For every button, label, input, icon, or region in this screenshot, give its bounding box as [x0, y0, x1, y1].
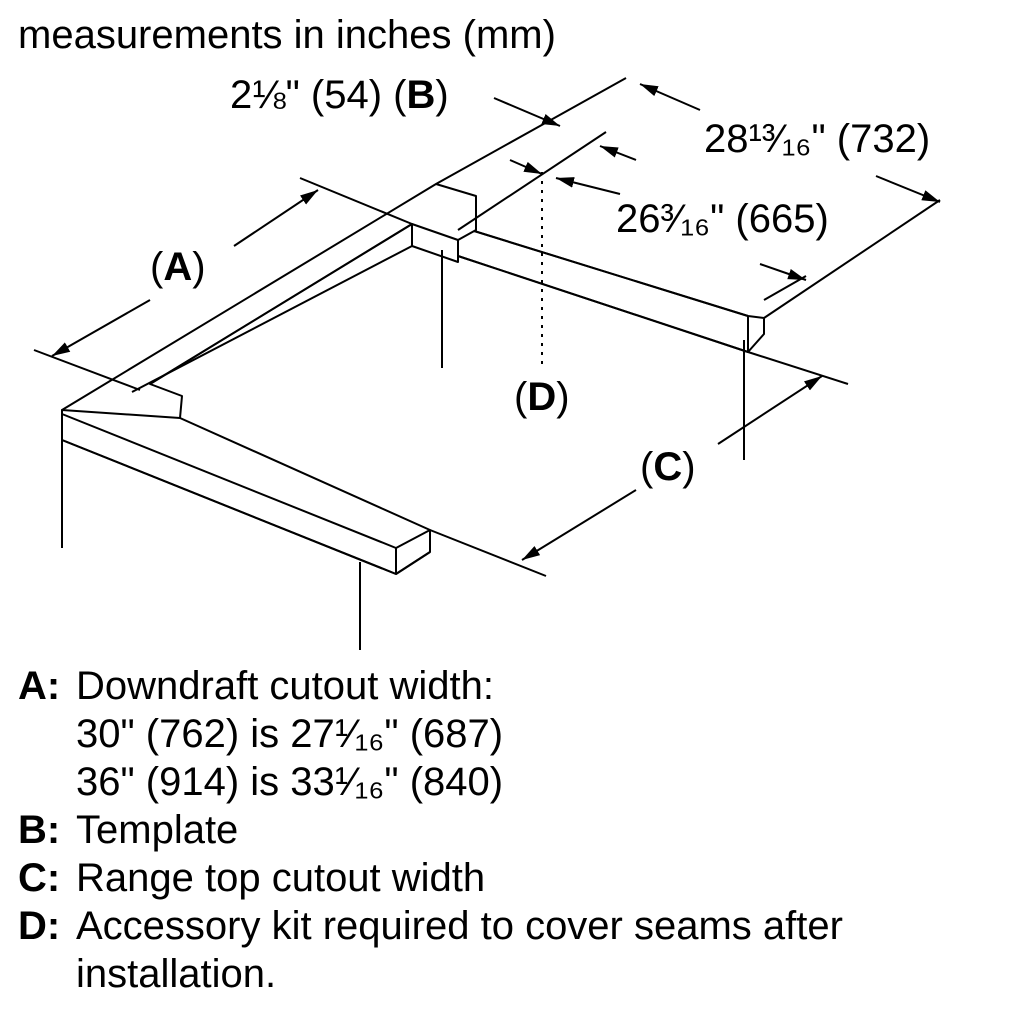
right-rail-top-edge	[457, 225, 749, 317]
dim-c-arrow-right	[717, 375, 823, 445]
legend-text: Template	[76, 808, 239, 852]
dim-inner-arrow-top	[555, 177, 621, 195]
legend-entry-c: C: Range top cutout width	[18, 854, 998, 902]
dim-depth-inner-label: 26³⁄₁₆" (665)	[616, 197, 829, 241]
right-rail	[457, 225, 765, 353]
left-rail-inner-edge-2	[131, 245, 413, 393]
callout-d: D	[527, 375, 557, 419]
legend-text: Downdraft cutout width: 30" (762) is 27¹…	[76, 662, 998, 806]
right-rail-far-edge	[457, 255, 749, 353]
legend-entry-b: B: Template	[18, 806, 998, 854]
ext-c-front	[429, 529, 547, 577]
dim-b-arrow-inner	[599, 145, 637, 161]
legend-key: A:	[18, 664, 61, 708]
legend-line: Downdraft cutout width:	[76, 664, 494, 708]
legend-entry-d: D: Accessory kit required to cover seams…	[18, 902, 998, 998]
ext-depth-inner	[763, 275, 807, 301]
dim-outer-arrow-bottom	[875, 175, 941, 203]
front-rail-end-bottom	[395, 551, 431, 575]
dim-b-label: 2⅛" (54) (B)	[230, 73, 449, 117]
units-note: measurements in inches (mm)	[18, 13, 556, 57]
ext-depth-outer	[763, 199, 941, 319]
legend-entry-a: A: Downdraft cutout width: 30" (762) is …	[18, 662, 998, 806]
ext-a-left	[33, 349, 141, 391]
dim-c-arrow-left	[521, 489, 637, 561]
legend-key: C:	[18, 856, 61, 900]
front-rail-lower-edge	[61, 439, 397, 575]
corner-step	[411, 223, 459, 241]
dim-b-value: 2⅛" (54)	[230, 73, 383, 117]
dim-inner-arrow-right	[759, 263, 807, 281]
callout-c-label: (C)	[640, 445, 696, 489]
legend-key: D:	[18, 904, 61, 948]
dim-a-arrow-left	[51, 299, 151, 357]
ext-c-right	[747, 351, 849, 385]
legend-key: B:	[18, 808, 61, 852]
ext-b-top	[435, 77, 627, 185]
legend-text: Accessory kit required to cover seams af…	[76, 904, 843, 996]
callout-c: C	[653, 445, 683, 489]
front-rail-top-edge	[61, 413, 397, 549]
ext-b-inner	[457, 131, 607, 231]
callout-a-label: (A)	[150, 245, 206, 289]
callout-a: A	[163, 245, 193, 289]
legend-text: Range top cutout width	[76, 856, 486, 900]
template-drawing	[33, 77, 941, 650]
front-rail-end-top	[395, 529, 431, 549]
left-rail-inner-edge	[149, 223, 413, 385]
legend-line: 30" (762) is 27¹⁄₁₆" (687)	[76, 712, 504, 756]
callout-b: B	[406, 73, 436, 117]
callout-d-label: (D)	[514, 375, 570, 419]
dim-outer-arrow-top	[639, 83, 701, 111]
front-rail	[61, 409, 431, 575]
dim-a-arrow-right	[233, 189, 319, 247]
ext-a-top	[299, 177, 413, 225]
dim-inner-arrow-bottom	[509, 159, 543, 175]
legend: A: Downdraft cutout width: 30" (762) is …	[18, 662, 998, 998]
dim-depth-outer-label: 28¹³⁄₁₆" (732)	[704, 117, 931, 161]
legend-line: 36" (914) is 33¹⁄₁₆" (840)	[76, 760, 504, 804]
dim-b-arrow-outer	[493, 97, 561, 127]
